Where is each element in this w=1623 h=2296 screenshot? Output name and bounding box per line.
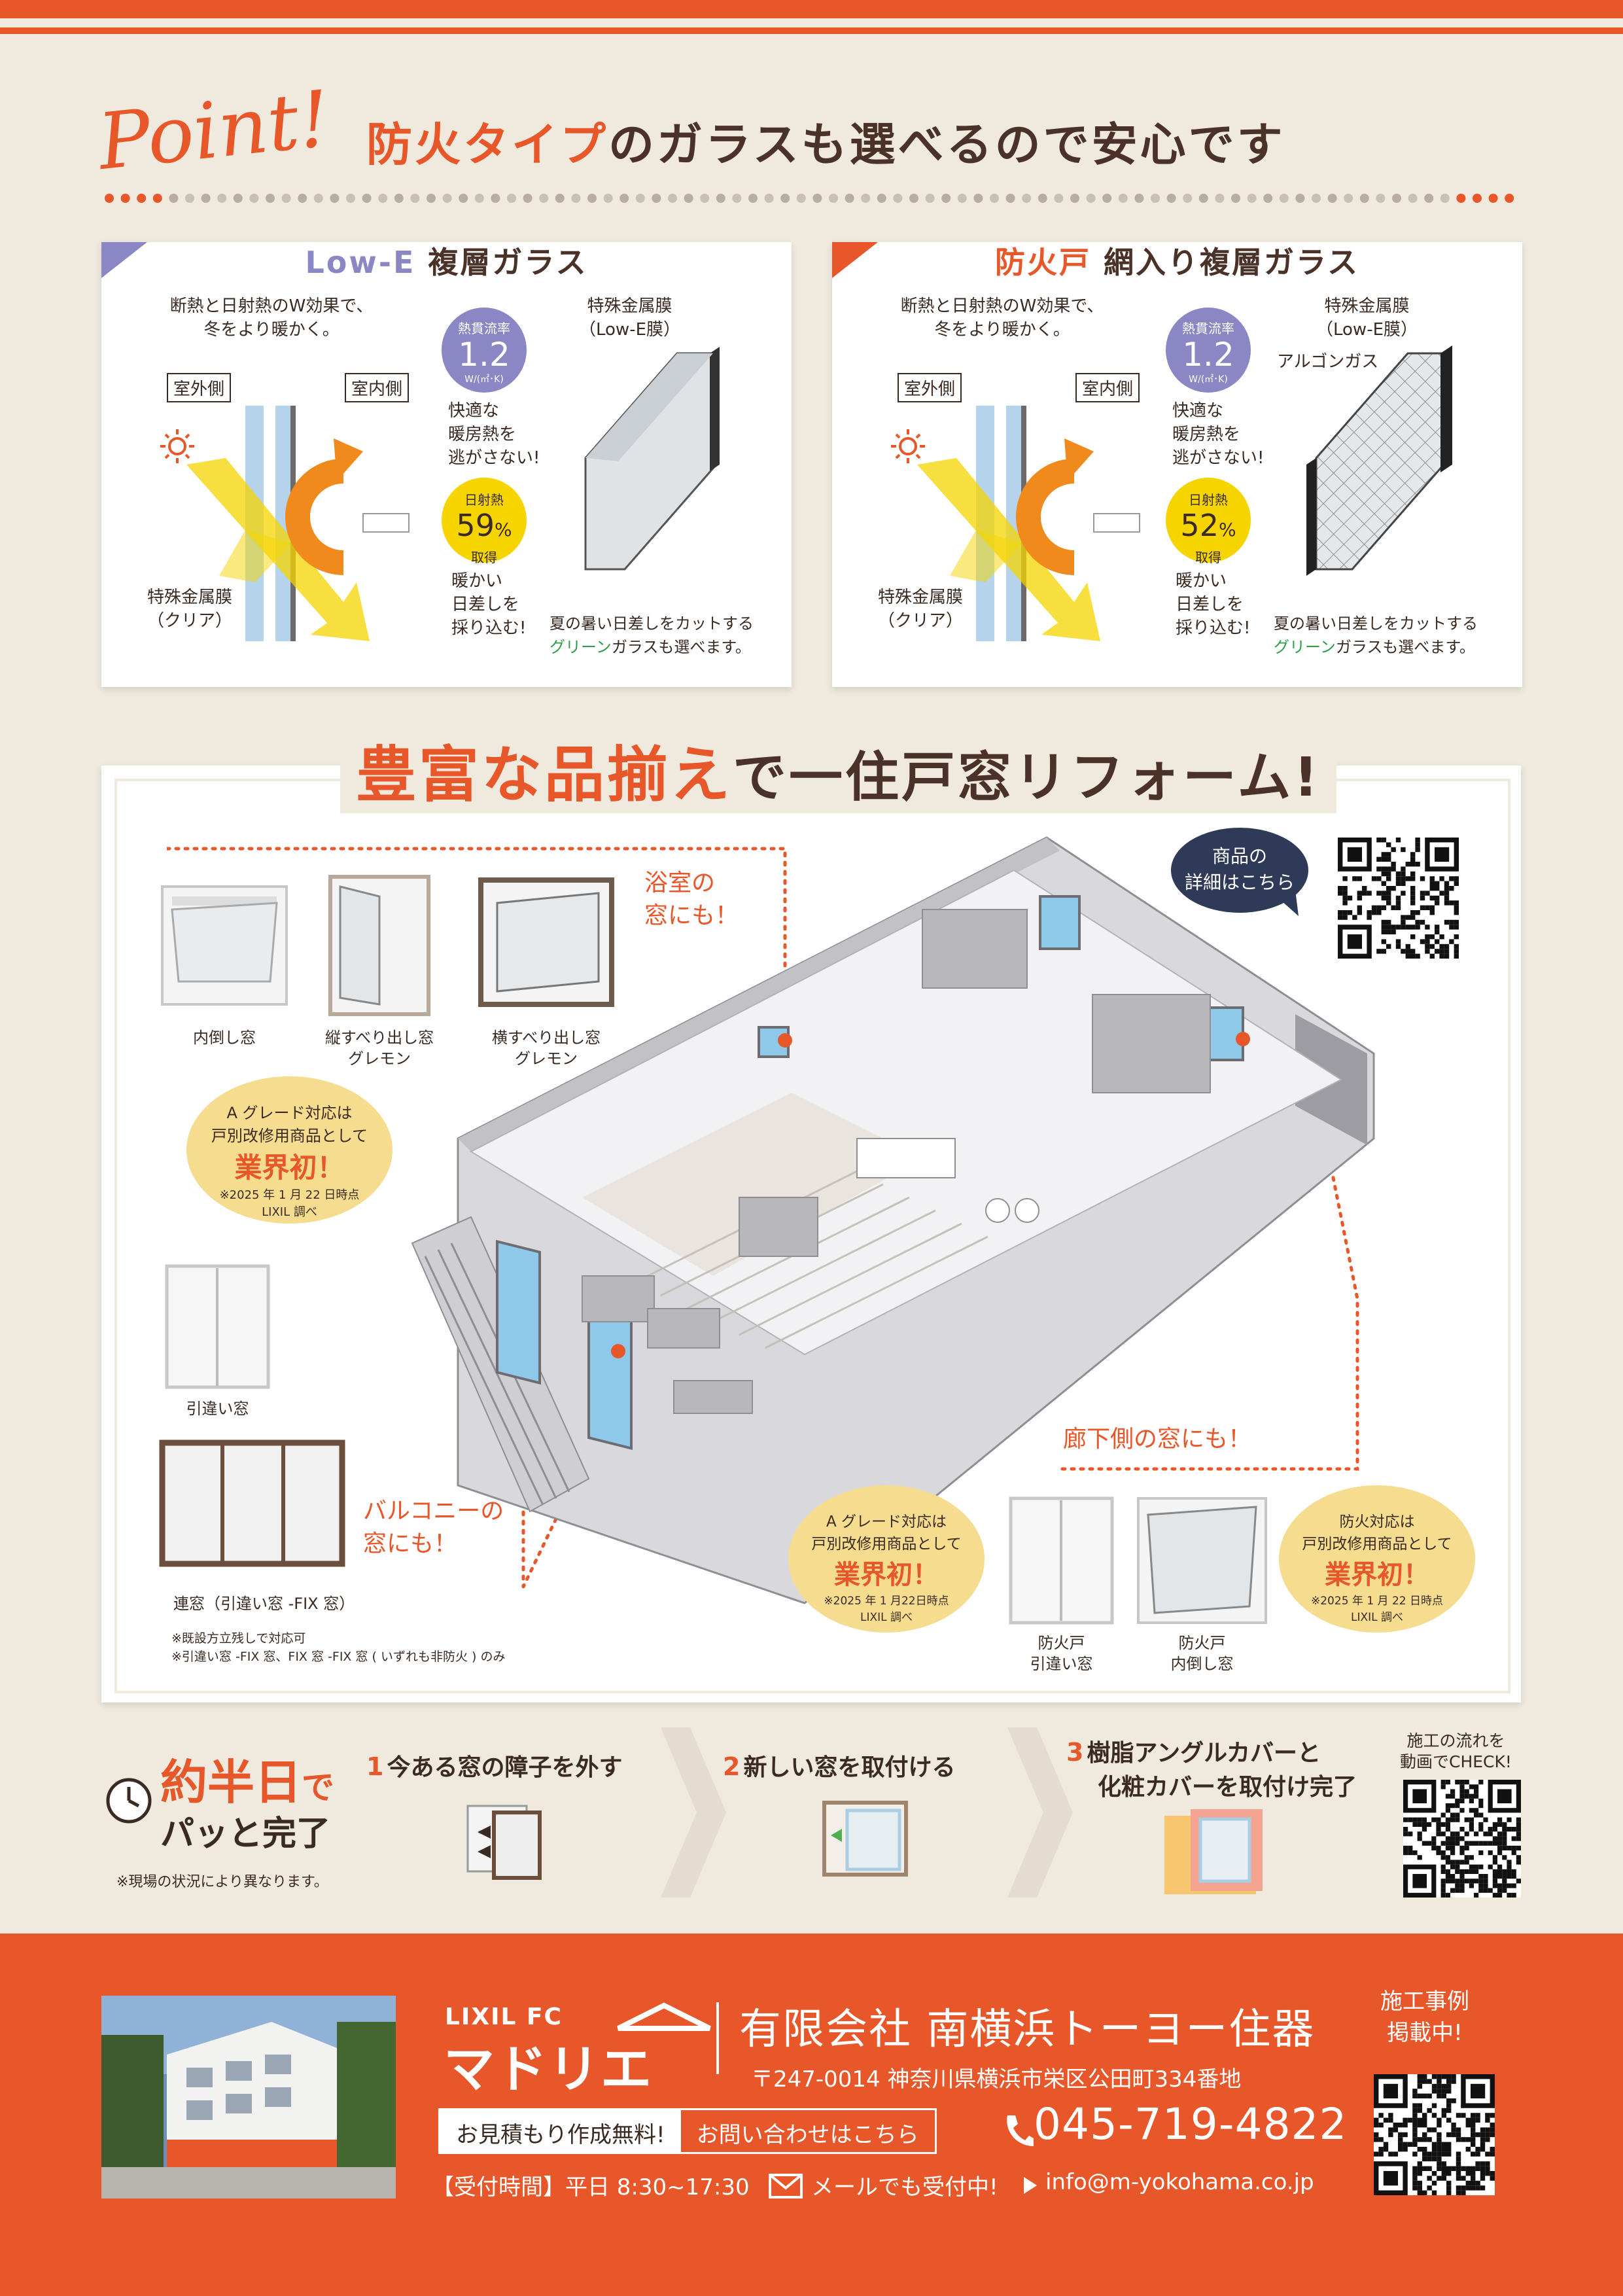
top-stripe-thin xyxy=(0,27,1623,34)
summer-note: 夏の暑い日差しをカットする グリーンガラスも選べます。 xyxy=(1274,614,1478,656)
video-qr-code[interactable] xyxy=(1403,1780,1521,1898)
window-caption: 防火戸引違い窓 xyxy=(1030,1634,1093,1673)
step-3: 3 樹脂アングルカバーと 化粧カバーを取付け完了 xyxy=(1066,1738,1357,1801)
cases-label: 施工事例掲載中! xyxy=(1380,1988,1469,2046)
brand-small: LIXIL FC xyxy=(445,2004,563,2030)
heat-note: 快適な暖房熱を逃がさない! xyxy=(448,401,540,468)
phone-number[interactable]: 045-719-4822 xyxy=(1034,2099,1348,2149)
storefront-photo xyxy=(101,1996,396,2199)
step-2: 2 新しい窓を取付ける xyxy=(723,1752,956,1781)
email-address[interactable]: info@m-yokohama.co.jp xyxy=(1045,2169,1314,2195)
step-3-illustration xyxy=(1164,1809,1263,1894)
lineup-headline: 豊富な品揃えで一住戸窓リフォーム! xyxy=(340,726,1336,813)
balcony-label: バルコニーの窓にも！ xyxy=(363,1498,504,1557)
industry-first-badge: A グレード対応は 戸別改修用商品として 業界初！ ※2025 年 1 月 22… xyxy=(186,1076,393,1224)
business-hours: 【受付時間】平日 8:30~17:30 xyxy=(432,2174,750,2200)
window-thumb-inward xyxy=(161,885,288,1006)
window-thumb-fire-inward xyxy=(1137,1497,1267,1624)
cases-qr-code[interactable] xyxy=(1374,2074,1495,2195)
headline-accent: 防火タイプ xyxy=(366,118,608,171)
panel-title: 防火戸 網入り複層ガラス xyxy=(994,245,1360,280)
panel-corner xyxy=(832,242,878,278)
process-note: ※現場の状況により異なります。 xyxy=(116,1874,328,1890)
glass-label: 特殊金属膜（Low-E膜） xyxy=(579,296,681,340)
heat-transfer-badge: 熱貫流率 1.2 W/(㎡･K) xyxy=(1166,308,1251,393)
glass-unit-illustration xyxy=(584,347,720,571)
point-headline: 防火タイプのガラスも選べるので安心です xyxy=(366,108,1285,174)
dotted-divider xyxy=(105,194,1514,203)
solar-gain-badge: 日射熱 59% 取得 xyxy=(442,478,527,565)
gas-label: アルゴンガス xyxy=(1277,352,1379,372)
industry-first-badge: A グレード対応は 戸別改修用商品として 業界初！ ※2025 年 1 月22日… xyxy=(788,1485,985,1633)
process-title-rest: パッと完了 xyxy=(160,1814,331,1854)
step-2-illustration xyxy=(822,1801,908,1877)
mail-note: メールでも受付中! xyxy=(811,2174,998,2200)
heat-transfer-badge: 熱貫流率 1.2 W/(㎡･K) xyxy=(442,308,527,393)
fireproof-glass-panel: 防火戸 網入り複層ガラス 断熱と日射熱のW効果で、冬をより暖かく。 室外側 室内… xyxy=(832,242,1522,687)
bathroom-label: 浴室の窓にも！ xyxy=(644,870,739,929)
brand-logo: マドリエ xyxy=(444,2040,654,2099)
window-thumb-vertical xyxy=(328,875,430,1016)
video-label: 施工の流れを動画でCHECK! xyxy=(1400,1731,1512,1771)
window-caption: 縦すべり出し窓グレモン xyxy=(324,1029,434,1068)
estimate-button[interactable]: お見積もり作成無料! xyxy=(440,2110,681,2152)
wired-glass-illustration xyxy=(1306,345,1452,576)
solar-note: 暖かい日差しを採り込む! xyxy=(1176,571,1251,638)
company-address: 〒247-0014 神奈川県横浜市栄区公田町334番地 xyxy=(751,2066,1242,2093)
heat-note: 快適な暖房熱を逃がさない! xyxy=(1172,401,1265,468)
window-caption: 防火戸内倒し窓 xyxy=(1170,1634,1234,1673)
summer-note: 夏の暑い日差しをカットする グリーンガラスも選べます。 xyxy=(550,614,754,656)
panel-corner xyxy=(101,242,147,278)
inside-label: 室内側 xyxy=(345,373,410,402)
panel-lead: 断熱と日射熱のW効果で、冬をより暖かく。 xyxy=(169,296,374,340)
clock-icon xyxy=(106,1778,152,1824)
glass-label: 特殊金属膜（Low-E膜） xyxy=(1316,296,1418,340)
window-caption: 横すべり出し窓グレモン xyxy=(491,1029,601,1068)
lineup-notes: ※既設方立残しで対応可※引違い窓 -FIX 窓、FIX 窓 -FIX 窓 ( い… xyxy=(171,1631,506,1664)
window-thumb-combo xyxy=(159,1439,345,1567)
window-thumb-sliding xyxy=(165,1264,270,1389)
triangle-arrow-icon xyxy=(1024,2177,1037,2194)
sun-icon xyxy=(160,429,194,463)
window-caption: 内倒し窓 xyxy=(193,1029,256,1047)
apartment-floorplan-illustration xyxy=(411,836,1375,1604)
solar-note: 暖かい日差しを採り込む! xyxy=(451,571,527,638)
solar-gain-badge: 日射熱 52% 取得 xyxy=(1166,478,1251,565)
window-thumb-horizontal xyxy=(478,877,614,1007)
inside-label: 室内側 xyxy=(1075,373,1140,402)
headline-rest: のガラスも選べるので安心です xyxy=(608,118,1285,171)
step-chevron xyxy=(661,1727,726,1898)
house-roof-icon xyxy=(617,2002,711,2031)
mail-icon xyxy=(769,2174,803,2199)
corridor-label: 廊下側の窓にも！ xyxy=(1063,1426,1252,1453)
step-chevron xyxy=(1007,1727,1073,1898)
window-caption: 連窓（引違い窓 -FIX 窓） xyxy=(173,1595,355,1613)
company-name: 有限会社 南横浜トーヨー住器 xyxy=(739,2005,1316,2054)
qr-bubble-tail xyxy=(1269,890,1299,916)
process-title-accent: 約半日で xyxy=(160,1755,335,1810)
sun-icon xyxy=(891,429,925,463)
outside-label: 室外側 xyxy=(898,373,962,402)
heat-diagram xyxy=(160,406,410,641)
outside-label: 室外側 xyxy=(167,373,232,402)
heat-diagram xyxy=(891,406,1140,641)
top-stripe xyxy=(0,0,1623,18)
film-label: 特殊金属膜（クリア） xyxy=(147,588,233,631)
lowe-glass-panel: Low-E 複層ガラス 断熱と日射熱のW効果で、冬をより暖かく。 室外側 室内側… xyxy=(101,242,792,687)
step-1-illustration xyxy=(466,1805,542,1880)
cta-buttons: お見積もり作成無料! お問い合わせはこちら xyxy=(438,2108,937,2154)
panel-lead: 断熱と日射熱のW効果で、冬をより暖かく。 xyxy=(900,296,1104,340)
product-qr-code[interactable] xyxy=(1338,838,1459,959)
film-label: 特殊金属膜（クリア） xyxy=(878,588,964,631)
fireproof-first-badge: 防火対応は 戸別改修用商品として 業界初！ ※2025 年 1 月 22 日時点… xyxy=(1279,1485,1475,1633)
brand-divider xyxy=(716,2002,719,2074)
point-script: Point! xyxy=(94,73,334,188)
phone-icon xyxy=(1007,2115,1034,2146)
window-caption: 引違い窓 xyxy=(186,1400,249,1418)
window-thumb-fire-sliding xyxy=(1009,1496,1114,1625)
contact-button[interactable]: お問い合わせはこちら xyxy=(680,2110,935,2152)
step-1: 1 今ある窓の障子を外す xyxy=(366,1752,623,1781)
panel-title: Low-E 複層ガラス xyxy=(305,245,588,280)
